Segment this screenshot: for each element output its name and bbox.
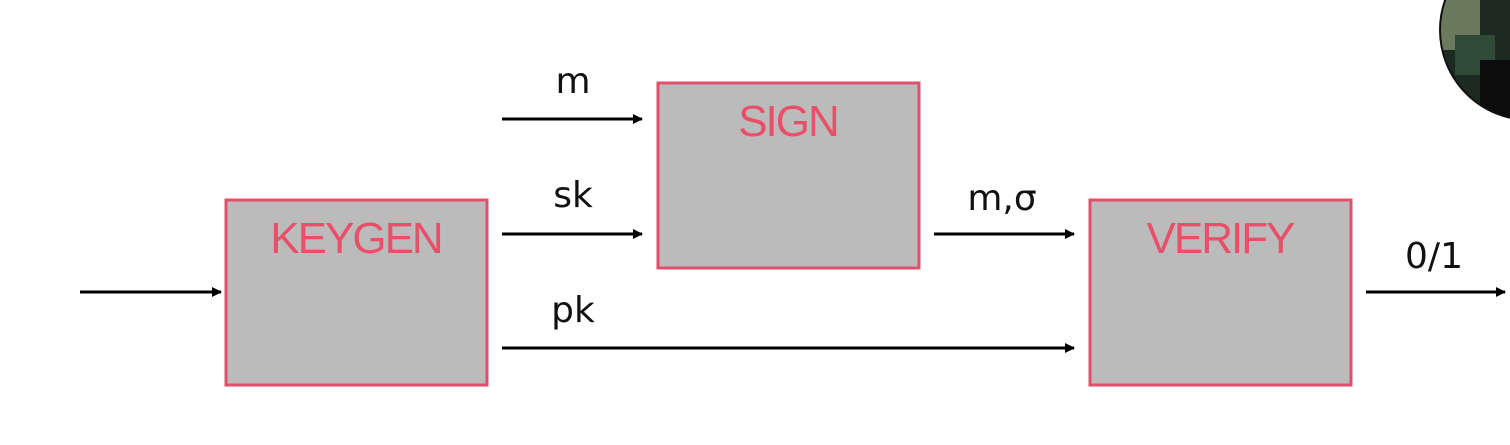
sk-label: sk (553, 175, 593, 216)
verify-box-title: VERIFY (1147, 214, 1296, 263)
verify-box: VERIFY (1088, 198, 1353, 387)
verify-box-rect (1088, 198, 1353, 387)
keygen-box-title: KEYGEN (270, 214, 441, 263)
sign-box-rect (656, 81, 921, 270)
signature-label: m,σ (967, 178, 1036, 219)
sign-box-title: SIGN (738, 97, 838, 146)
webcam-overlay (1439, 0, 1510, 120)
pk-label: pk (551, 290, 595, 331)
keygen-box: KEYGEN (224, 198, 489, 387)
keygen-box-rect (224, 198, 489, 387)
sign-box: SIGN (656, 81, 921, 270)
output-label: 0/1 (1405, 236, 1463, 277)
m-label: m (555, 61, 590, 102)
